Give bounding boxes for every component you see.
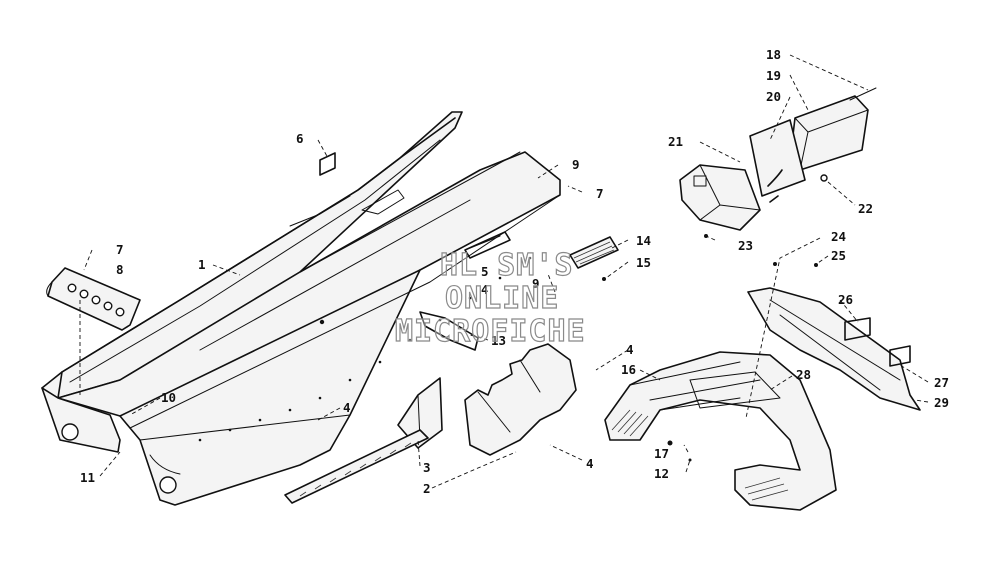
callout-9a: 9: [572, 157, 580, 172]
callout-7a: 7: [596, 186, 604, 201]
part-26-decal: [844, 317, 871, 341]
callout-1: 1: [198, 257, 206, 272]
callout-26: 26: [838, 292, 853, 307]
lower-rail-strip: [284, 429, 429, 504]
rivet-row: [198, 256, 532, 442]
callout-14: 14: [636, 233, 651, 248]
callout-12: 12: [654, 466, 669, 481]
wire-harness: [767, 169, 783, 203]
callout-11: 11: [80, 470, 95, 485]
callout-9b: 9: [532, 276, 540, 291]
callout-17: 17: [654, 446, 669, 461]
callout-20: 20: [766, 89, 781, 104]
part-15-screw: [602, 277, 606, 281]
part-8-heat-shield: [46, 267, 141, 331]
callout-3: 3: [423, 460, 431, 475]
watermark-line-3: MICROFICHE: [395, 314, 586, 349]
callout-27: 27: [934, 375, 949, 390]
callout-16: 16: [621, 362, 636, 377]
callout-18: 18: [766, 47, 781, 62]
callout-4a: 4: [481, 282, 489, 297]
callout-24: 24: [831, 229, 846, 244]
callout-22: 22: [858, 201, 873, 216]
callout-10: 10: [161, 390, 176, 405]
callout-8: 8: [116, 262, 124, 277]
watermark-line-1: HL SM'S: [440, 248, 573, 283]
callout-29: 29: [934, 395, 949, 410]
callout-4b: 4: [626, 342, 634, 357]
callout-4c: 4: [343, 400, 351, 415]
callout-6: 6: [296, 131, 304, 146]
part-14-reflector: [569, 236, 619, 269]
rear-flap-assembly: [747, 262, 921, 411]
part-21-housing: [679, 164, 761, 231]
callout-13: 13: [491, 333, 506, 348]
tunnel-chassis: [41, 151, 561, 506]
part-6-decal: [319, 152, 336, 176]
callout-15: 15: [636, 255, 651, 270]
rear-bumper: [604, 351, 837, 511]
callout-labels: 18 19 20 21 22 23 6 9 7 7 8 1 14 15 5 4 …: [80, 47, 949, 496]
watermark-line-2: ONLINE: [445, 281, 559, 316]
part-27-decal: [889, 345, 911, 367]
callout-28: 28: [796, 367, 811, 382]
callout-25: 25: [831, 248, 846, 263]
callout-19: 19: [766, 68, 781, 83]
part-2-snow-flap: [464, 343, 577, 456]
callout-4d: 4: [586, 456, 594, 471]
callout-7b: 7: [116, 242, 124, 257]
callout-23: 23: [738, 238, 753, 253]
callout-21: 21: [668, 134, 683, 149]
watermark: HL SM'S ONLINE MICROFICHE: [394, 247, 586, 349]
callout-5: 5: [481, 264, 489, 279]
callout-2: 2: [423, 481, 431, 496]
leader-lines: [79, 54, 929, 489]
tail-light-assembly: [679, 87, 877, 238]
part-13-bracket: [419, 311, 479, 351]
part-19-lens: [789, 95, 869, 171]
logo-plate: [464, 231, 511, 259]
